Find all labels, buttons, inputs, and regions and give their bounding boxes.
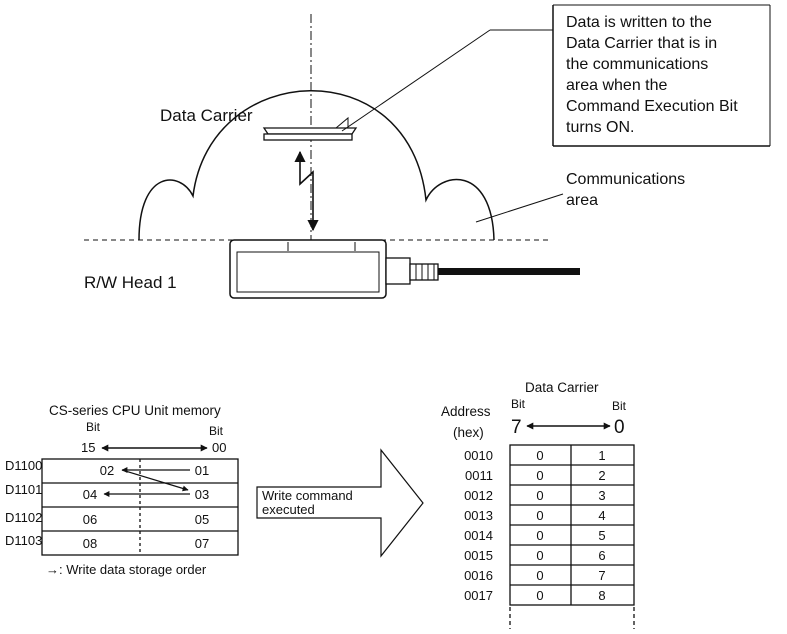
cpu-cell-d1100-high: 02 bbox=[100, 463, 114, 478]
carrier-address-0013: 0013 bbox=[464, 508, 493, 523]
cpu-cell-d1103-high: 08 bbox=[83, 536, 97, 551]
carrier-cell-0013-low: 4 bbox=[598, 508, 605, 523]
cpu-address-d1101: D1101 bbox=[5, 482, 42, 497]
rw-head-device bbox=[229, 239, 580, 299]
carrier-address-0017: 0017 bbox=[464, 588, 493, 603]
callout-box: Data is written to the Data Carrier that… bbox=[341, 4, 771, 147]
carrier-bit-low-value: 0 bbox=[614, 417, 625, 438]
cpu-bit-low-value: 00 bbox=[212, 440, 226, 455]
write-command-arrow: Write command executed bbox=[256, 448, 424, 558]
carrier-cell-0015-high: 0 bbox=[536, 548, 543, 563]
callout-line-1: Data is written to the bbox=[566, 14, 712, 31]
carrier-cell-0016-low: 7 bbox=[598, 568, 605, 583]
cpu-memory-section: CS-series CPU Unit memory Bit Bit 15 00 … bbox=[5, 403, 239, 577]
carrier-address-0010: 0010 bbox=[464, 448, 493, 463]
carrier-bit-high-caption: Bit bbox=[511, 397, 526, 411]
carrier-address-0014: 0014 bbox=[464, 528, 493, 543]
carrier-address-0016: 0016 bbox=[464, 568, 493, 583]
cpu-cell-d1102-low: 05 bbox=[195, 512, 209, 527]
write-order-note: →: Write data storage order bbox=[46, 562, 207, 577]
callout-line-2: Data Carrier that is in bbox=[566, 35, 717, 52]
carrier-address-0015: 0015 bbox=[464, 548, 493, 563]
cpu-address-d1100: D1100 bbox=[5, 458, 42, 473]
write-command-label-1: Write command bbox=[262, 488, 353, 503]
carrier-cell-0013-high: 0 bbox=[536, 508, 543, 523]
carrier-cell-0017-high: 0 bbox=[536, 588, 543, 603]
carrier-cell-0015-low: 6 bbox=[598, 548, 605, 563]
cpu-bit-low-caption: Bit bbox=[209, 424, 224, 438]
communications-area-outline bbox=[138, 90, 495, 241]
carrier-cell-0017-low: 8 bbox=[598, 588, 605, 603]
communications-area-scene: Data is written to the Data Carrier that… bbox=[84, 4, 771, 299]
communication-zigzag-arrow bbox=[294, 150, 319, 232]
carrier-cell-0014-high: 0 bbox=[536, 528, 543, 543]
callout-line-4: area when the bbox=[566, 77, 668, 94]
carrier-hex-label: (hex) bbox=[453, 425, 484, 440]
data-carrier-tag bbox=[262, 116, 358, 141]
carrier-cell-0010-low: 1 bbox=[598, 448, 605, 463]
write-command-label-2: executed bbox=[262, 502, 315, 517]
cpu-cell-d1100-low: 01 bbox=[195, 463, 209, 478]
carrier-cell-0010-high: 0 bbox=[536, 448, 543, 463]
carrier-cell-0011-low: 2 bbox=[598, 468, 605, 483]
cpu-memory-title: CS-series CPU Unit memory bbox=[49, 403, 221, 418]
carrier-bit-low-caption: Bit bbox=[612, 399, 627, 413]
cpu-bit-high-value: 15 bbox=[81, 440, 95, 455]
data-carrier-memory-section: Data Carrier Address (hex) Bit Bit 7 0 0… bbox=[441, 380, 635, 629]
carrier-bit-high-value: 7 bbox=[511, 417, 522, 438]
cpu-cell-d1101-high: 04 bbox=[83, 487, 97, 502]
cpu-cell-d1103-low: 07 bbox=[195, 536, 209, 551]
callout-line-5: Command Execution Bit bbox=[566, 98, 738, 115]
data-carrier-label: Data Carrier bbox=[160, 106, 253, 125]
cpu-bit-high-caption: Bit bbox=[86, 420, 101, 434]
carrier-cell-0011-high: 0 bbox=[536, 468, 543, 483]
callout-line-6: turns ON. bbox=[566, 119, 634, 136]
cpu-cell-d1101-low: 03 bbox=[195, 487, 209, 502]
write-order-arrow-2 bbox=[121, 469, 189, 492]
cpu-address-d1102: D1102 bbox=[5, 510, 42, 525]
cpu-cell-d1102-high: 06 bbox=[83, 512, 97, 527]
carrier-table-title: Data Carrier bbox=[525, 380, 599, 395]
carrier-cell-0012-high: 0 bbox=[536, 488, 543, 503]
carrier-cell-0014-low: 5 bbox=[598, 528, 605, 543]
carrier-address-0012: 0012 bbox=[464, 488, 493, 503]
cpu-address-d1103: D1103 bbox=[5, 533, 42, 548]
rw-head-label: R/W Head 1 bbox=[84, 273, 177, 292]
communications-area-label-1: Communications bbox=[566, 171, 685, 188]
carrier-address-label: Address bbox=[441, 404, 491, 419]
carrier-cell-0016-high: 0 bbox=[536, 568, 543, 583]
callout-line-3: the communications bbox=[566, 56, 708, 73]
carrier-cell-0012-low: 3 bbox=[598, 488, 605, 503]
carrier-address-0011: 0011 bbox=[465, 468, 493, 483]
communications-area-leader-line bbox=[475, 193, 564, 223]
communications-area-label-2: area bbox=[566, 192, 598, 209]
